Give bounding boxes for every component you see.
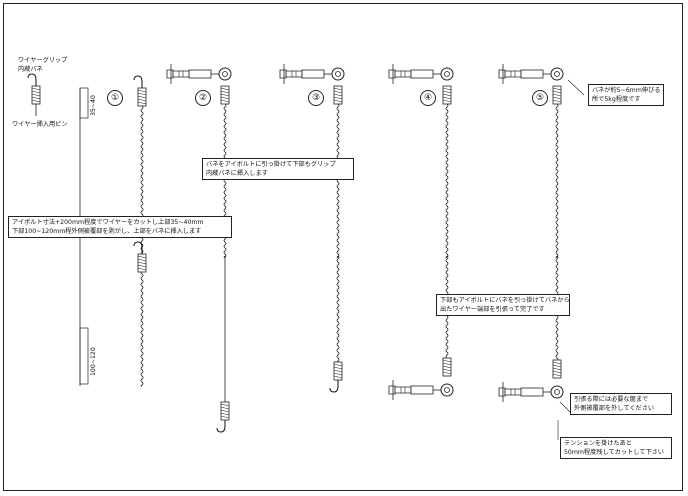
tension-line-2: 50mm程度残してカットして下さい	[564, 449, 664, 456]
dimension-top-label: 35~40	[90, 95, 97, 116]
tension-note: テンションを掛けたあと 50mm程度残してカットして下さい	[560, 437, 672, 459]
pull-line-2: 外側被覆部を外してください	[574, 405, 655, 412]
grip-title-1: ワイヤーグリップ	[18, 57, 68, 64]
finish-line-1: 下部もアイボルトにバネを引っ掛けてバネから	[440, 297, 570, 304]
step-3: ③	[308, 90, 324, 106]
wires	[79, 88, 559, 402]
grip-title-2: 内蔵バネ	[18, 66, 43, 73]
finish-line-2: 出たワイヤー端部を引張って完了です	[440, 306, 545, 313]
hook-spring-line-1: バネをアイボルトに引っ掛けて下部もグリップ	[206, 161, 336, 168]
step-1: ①	[107, 90, 123, 106]
step-2: ②	[195, 90, 211, 106]
cut-wire-line-2: 下部100~120mm程外側被覆部を剥がし、上部をバネに挿入します	[12, 228, 202, 235]
pull-line-1: 引張る際には必要な箇まで	[574, 396, 649, 403]
dimension-bottom-label: 100~120	[90, 347, 97, 376]
wire-segment	[336, 255, 340, 363]
wire-grip-sample	[27, 73, 41, 116]
leader-lines	[557, 79, 585, 440]
hook-spring-note: バネをアイボルトに引っ掛けて下部もグリップ 内蔵バネに挿入します	[202, 158, 354, 180]
wire-segment	[445, 103, 449, 258]
wire-segment	[555, 103, 559, 258]
wire-segment	[336, 103, 340, 258]
spring-stretch-line-2: 所で5kg程度です	[592, 96, 641, 103]
tension-line-1: テンションを掛けたあと	[564, 440, 633, 447]
step-5: ⑤	[532, 90, 548, 106]
hook-spring-line-2: 内蔵バネに挿入します	[206, 170, 268, 177]
spring-stretch-line-1: バネが約5~6mm伸びる	[592, 87, 661, 94]
spring-stretch-note: バネが約5~6mm伸びる 所で5kg程度です	[588, 84, 665, 106]
drawing-sheet	[3, 3, 683, 491]
components	[133, 63, 564, 433]
step-4: ④	[420, 90, 436, 106]
cut-wire-line-1: アイボルト寸法+200mm程度でワイヤーをカットし上部35~40mm	[12, 219, 204, 226]
insert-pin-label: ワイヤー挿入用ピン	[12, 121, 68, 128]
pull-note: 引張る際には必要な箇まで 外側被覆部を外してください	[570, 393, 672, 415]
finish-note: 下部もアイボルトにバネを引っ掛けてバネから 出たワイヤー端部を引張って完了です	[436, 294, 570, 316]
cut-wire-note: アイボルト寸法+200mm程度でワイヤーをカットし上部35~40mm 下部100…	[8, 216, 232, 238]
